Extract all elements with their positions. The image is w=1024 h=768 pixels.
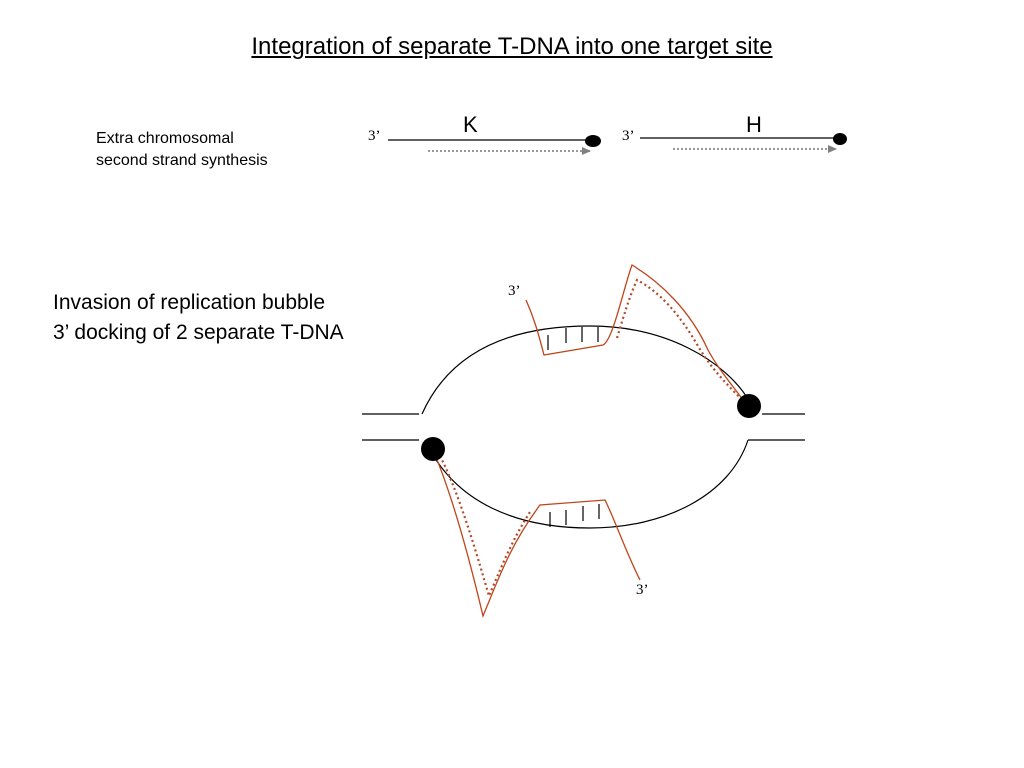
top-tdna-synthesis <box>615 278 743 401</box>
bottom-tdna <box>421 437 641 619</box>
step1-label-line1: Extra chromosomal <box>96 130 234 147</box>
strand-h <box>640 133 847 153</box>
bottom-tdna-synthesis <box>439 455 531 600</box>
bottom-tdna-end-dot <box>421 437 445 461</box>
replication-bubble <box>421 325 751 529</box>
strand-h-end-dot <box>833 133 847 145</box>
top-tdna-end-dot <box>737 394 761 418</box>
top-tdna <box>525 264 761 418</box>
slide-title: Integration of separate T-DNA into one t… <box>251 33 773 60</box>
step2-label-line1: Invasion of replication bubble <box>53 291 326 314</box>
flanking-dna <box>362 413 805 441</box>
top-tdna-3prime-label: 3’ <box>508 283 521 299</box>
strand-h-letter: H <box>746 112 762 137</box>
bubble-top-strand <box>421 325 751 415</box>
bottom-base-pairs <box>549 504 600 527</box>
top-base-pairs <box>547 327 599 350</box>
bottom-tdna-3prime-label: 3’ <box>636 582 649 598</box>
top-tdna-strand <box>525 264 749 408</box>
strand-k-end-dot <box>585 135 601 147</box>
strand-h-3prime-label: 3’ <box>622 128 635 144</box>
bubble-bottom-strand <box>424 439 749 529</box>
strand-k-letter: K <box>463 112 478 137</box>
step2-label: Invasion of replication bubble 3’ dockin… <box>53 288 344 348</box>
step1-label-line2: second strand synthesis <box>96 152 268 169</box>
step1-label: Extra chromosomal second strand synthesi… <box>96 128 268 172</box>
bottom-tdna-strand <box>432 449 641 619</box>
strand-k <box>388 135 601 155</box>
strand-k-3prime-label: 3’ <box>368 128 381 144</box>
step2-label-line2: 3’ docking of 2 separate T-DNA <box>53 321 344 344</box>
